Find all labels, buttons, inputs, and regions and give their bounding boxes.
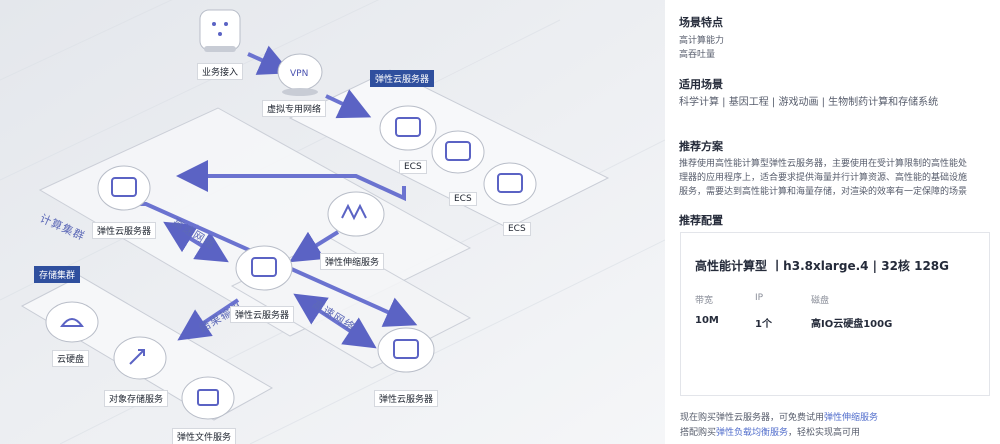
business-access-node <box>199 9 241 52</box>
solution-line: 服务，需要达到高性能计算和海量存储，对渲染的效率有一定保障的场景 <box>679 187 968 197</box>
center-ecs-label: 弹性云服务器 <box>230 306 295 323</box>
bottom-ecs-node <box>377 327 435 373</box>
features-title: 场景特点 <box>679 16 723 29</box>
diagram-canvas: VPN <box>0 0 665 444</box>
business-access-label: 业务接入 <box>197 63 244 80</box>
ecs-a-node <box>379 105 437 151</box>
arrow-autoscaling-center <box>289 230 340 263</box>
sfs-node <box>181 376 235 420</box>
storage-cluster-tag: 存储集群 <box>34 266 81 283</box>
ip-label: IP <box>755 293 764 303</box>
footer-line-1: 现在购买弹性云服务器，可免费试用弹性伸缩服务 <box>680 410 878 423</box>
obs-label: 对象存储服务 <box>104 390 169 407</box>
footer-2-suffix: ，轻松实现高可用 <box>788 428 861 438</box>
ecs-b-label: ECS <box>449 192 477 206</box>
autoscaling-link[interactable]: 弹性伸缩服务 <box>824 413 879 423</box>
arrow-result-output <box>177 298 240 341</box>
solution-line: 推荐使用高性能计算型弹性云服务器，主要使用在受计算限制的高性能处 <box>679 159 968 169</box>
ecs-c-label: ECS <box>503 222 531 236</box>
config-card[interactable]: 高性能计算型 丨h3.8xlarge.4 | 32核 128G 带宽 10M I… <box>680 232 990 396</box>
scenarios-text: 科学计算 | 基因工程 | 游戏动画 | 生物制药计算和存储系统 <box>679 97 939 108</box>
obs-node <box>113 336 167 380</box>
footer-line-2: 搭配购买弹性负载均衡服务，轻松实现高可用 <box>680 425 860 438</box>
center-ecs-node <box>235 245 293 291</box>
autoscaling-label: 弹性伸缩服务 <box>320 253 385 270</box>
arrow-access-vpn <box>247 45 292 75</box>
ecs-b-node <box>431 130 485 174</box>
ecs-c-node <box>483 162 537 206</box>
bandwidth-label: 带宽 <box>695 296 714 306</box>
sfs-label: 弹性文件服务 <box>172 428 237 444</box>
solution-line: 理器的应用程序上，适合要求提供海量并行计算资源、高性能的基础设施 <box>679 173 968 183</box>
arrow-vpn-ecs <box>325 89 372 119</box>
ecs-a-label: ECS <box>399 160 427 174</box>
disk-value: 高IO云硬盘100G <box>811 319 893 330</box>
footer-1-prefix: 现在购买弹性云服务器，可免费试用 <box>680 413 825 423</box>
footer-2-prefix: 搭配购买 <box>680 428 717 438</box>
scenarios-title: 适用场景 <box>679 78 723 91</box>
architecture-diagram: VPN <box>0 0 665 444</box>
feature-item: 高计算能力 <box>679 36 725 46</box>
ecs-group-tag: 弹性云服务器 <box>370 70 435 87</box>
bandwidth-value: 10M <box>695 315 719 326</box>
cloud-disk-node <box>45 301 99 343</box>
cluster-ecs-label: 弹性云服务器 <box>92 222 157 239</box>
autoscaling-node <box>327 191 385 237</box>
disk-label: 磁盘 <box>811 296 830 306</box>
cluster-ecs-node <box>97 165 151 211</box>
arrow-cluster-center <box>163 221 229 263</box>
config-title: 推荐配置 <box>679 214 723 227</box>
solution-title: 推荐方案 <box>679 140 723 153</box>
vpn-icon-text: VPN <box>290 69 308 79</box>
arrow-ecs-cluster <box>176 160 406 202</box>
vpn-label: 虚拟专用网络 <box>262 100 327 117</box>
bottom-ecs-label: 弹性云服务器 <box>374 390 439 407</box>
cloud-disk-label: 云硬盘 <box>52 350 90 367</box>
config-card-title: 高性能计算型 丨h3.8xlarge.4 | 32核 128G <box>695 259 949 273</box>
vpn-node: VPN <box>277 53 323 96</box>
ip-value: 1个 <box>755 319 772 330</box>
arrow-center-bottom <box>293 293 377 349</box>
feature-item: 高吞吐量 <box>679 50 716 60</box>
elb-link[interactable]: 弹性负载均衡服务 <box>716 428 789 438</box>
